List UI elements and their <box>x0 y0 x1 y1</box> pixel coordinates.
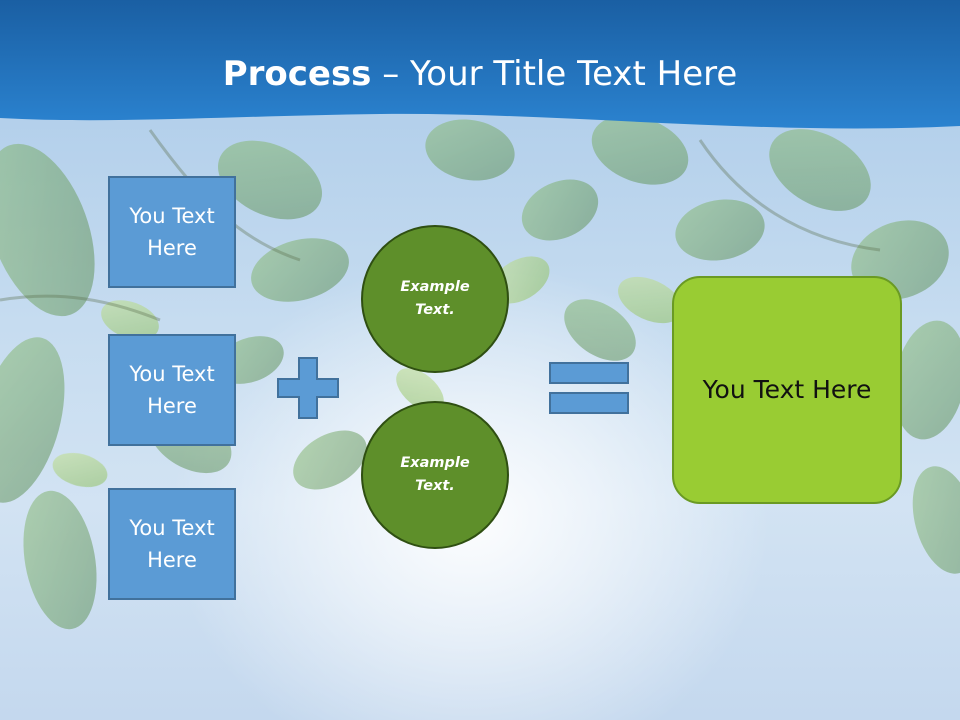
example-circle-2[interactable]: Example Text. <box>361 401 509 549</box>
result-box[interactable]: You Text Here <box>672 276 902 504</box>
input-box-1[interactable]: You Text Here <box>108 176 236 288</box>
input-box-2-label: You Text Here <box>129 362 215 418</box>
input-box-2[interactable]: You Text Here <box>108 334 236 446</box>
result-box-label: You Text Here <box>702 375 872 404</box>
example-circle-2-label: Example Text. <box>400 455 470 494</box>
input-box-3-label: You Text Here <box>129 516 215 572</box>
example-circle-1[interactable]: Example Text. <box>361 225 509 373</box>
input-box-3[interactable]: You Text Here <box>108 488 236 600</box>
input-box-1-label: You Text Here <box>129 204 215 260</box>
header-band <box>0 0 960 129</box>
plus-icon <box>277 357 339 419</box>
page-title: Process – Your Title Text Here <box>0 50 960 98</box>
title-bold-part: Process <box>222 54 372 94</box>
example-circle-1-label: Example Text. <box>400 279 470 318</box>
title-rest-part: – Your Title Text Here <box>371 54 738 94</box>
equals-icon <box>549 362 629 414</box>
